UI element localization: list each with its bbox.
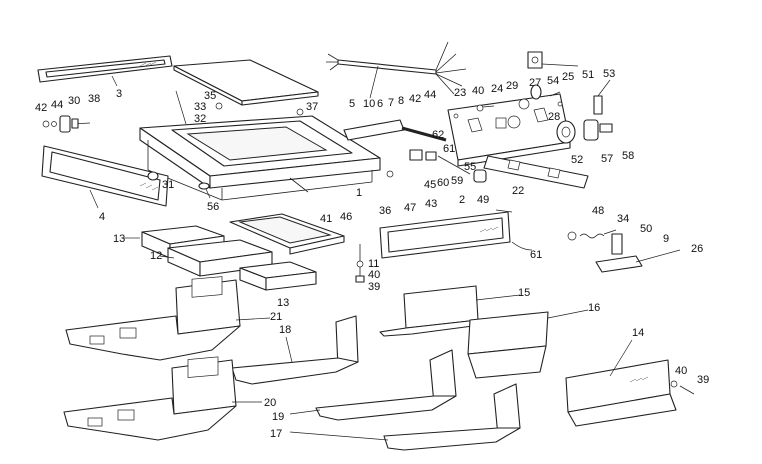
callout-22: 22 — [512, 185, 524, 197]
callout-42-center: 42 — [409, 93, 421, 105]
callout-42-left: 42 — [35, 102, 47, 114]
main-frame-1 — [139, 115, 381, 201]
callout-32: 32 — [194, 113, 206, 125]
tray-19 — [315, 349, 457, 421]
callout-41: 41 — [320, 213, 332, 225]
callout-44-center: 44 — [424, 89, 436, 101]
callout-47: 47 — [404, 202, 416, 214]
callout-35: 35 — [204, 90, 216, 102]
callout-27: 27 — [529, 77, 541, 89]
callout-36: 36 — [379, 205, 391, 217]
callout-10: 10 — [363, 98, 375, 110]
side-panel-4 — [41, 145, 169, 207]
callout-51: 51 — [582, 69, 594, 81]
lid-5 — [173, 59, 319, 106]
front-panel-2 — [379, 211, 511, 259]
cable-bundle-10 — [326, 41, 467, 99]
callout-13-upper: 13 — [113, 233, 125, 245]
callout-49: 49 — [477, 194, 489, 206]
tray-17 — [383, 383, 521, 451]
floor-plate-21 — [65, 276, 241, 361]
callout-2: 2 — [459, 194, 465, 206]
fastener-stack — [355, 244, 365, 283]
callout-40-right: 40 — [675, 365, 687, 377]
callout-9: 9 — [663, 233, 669, 245]
callout-59: 59 — [451, 175, 463, 187]
callout-57: 57 — [601, 153, 613, 165]
callout-52: 52 — [571, 154, 583, 166]
callout-54: 54 — [547, 75, 559, 87]
callout-15: 15 — [518, 287, 530, 299]
callout-55: 55 — [464, 161, 476, 173]
callout-4: 4 — [99, 211, 105, 223]
tray-frame — [229, 213, 345, 255]
callout-30: 30 — [68, 95, 80, 107]
hinge-assembly — [42, 115, 91, 133]
callout-58: 58 — [622, 150, 634, 162]
callout-62: 62 — [432, 129, 444, 141]
callout-18: 18 — [279, 324, 291, 336]
callout-61-lower: 61 — [530, 249, 542, 261]
bracket-15 — [379, 285, 489, 337]
callout-34: 34 — [617, 213, 629, 225]
callout-40-top: 40 — [472, 85, 484, 97]
callout-46: 46 — [340, 211, 352, 223]
front-panel-3 — [37, 55, 173, 83]
callout-39-right: 39 — [697, 374, 709, 386]
callout-50: 50 — [640, 223, 652, 235]
callout-20: 20 — [264, 397, 276, 409]
callout-13-lower: 13 — [277, 297, 289, 309]
callout-21: 21 — [270, 311, 282, 323]
callout-53: 53 — [603, 68, 615, 80]
callout-3: 3 — [116, 88, 122, 100]
callout-39-mid: 39 — [368, 281, 380, 293]
callout-29: 29 — [506, 80, 518, 92]
floor-plate-20 — [63, 356, 237, 441]
callout-17: 17 — [270, 428, 282, 440]
callout-38: 38 — [88, 93, 100, 105]
callout-1: 1 — [356, 187, 362, 199]
callout-43: 43 — [425, 198, 437, 210]
latch-mechanism — [567, 229, 681, 273]
callout-23: 23 — [454, 87, 466, 99]
bracket-16 — [467, 311, 549, 379]
callout-8: 8 — [398, 95, 404, 107]
switch-assembly — [556, 79, 613, 144]
callout-25: 25 — [562, 71, 574, 83]
callout-16: 16 — [588, 302, 600, 314]
callout-45: 45 — [424, 179, 436, 191]
bar-6 — [343, 119, 405, 141]
callout-12: 12 — [150, 250, 162, 262]
callout-40-mid: 40 — [368, 269, 380, 281]
callout-31: 31 — [162, 179, 174, 191]
callout-24: 24 — [491, 83, 503, 95]
lower-plate-22 — [483, 155, 589, 189]
callout-5: 5 — [349, 98, 355, 110]
callout-26: 26 — [691, 243, 703, 255]
callout-44-left: 44 — [51, 99, 63, 111]
mounting-plate — [447, 93, 571, 167]
bracket-14 — [565, 359, 677, 427]
callout-60: 60 — [437, 177, 449, 189]
callout-48: 48 — [592, 205, 604, 217]
plate-stack — [141, 225, 317, 291]
callout-11: 11 — [368, 258, 379, 270]
tray-18 — [231, 315, 359, 385]
callout-33: 33 — [194, 101, 206, 113]
callout-28: 28 — [548, 111, 560, 123]
connector-parts — [518, 51, 579, 110]
callout-37: 37 — [306, 101, 318, 113]
callout-14: 14 — [632, 327, 644, 339]
callout-56: 56 — [207, 201, 219, 213]
callout-61-upper: 61 — [443, 143, 455, 155]
callout-19: 19 — [272, 411, 284, 423]
callout-6: 6 — [377, 98, 383, 110]
latch-parts — [409, 149, 487, 183]
callout-7: 7 — [388, 97, 394, 109]
